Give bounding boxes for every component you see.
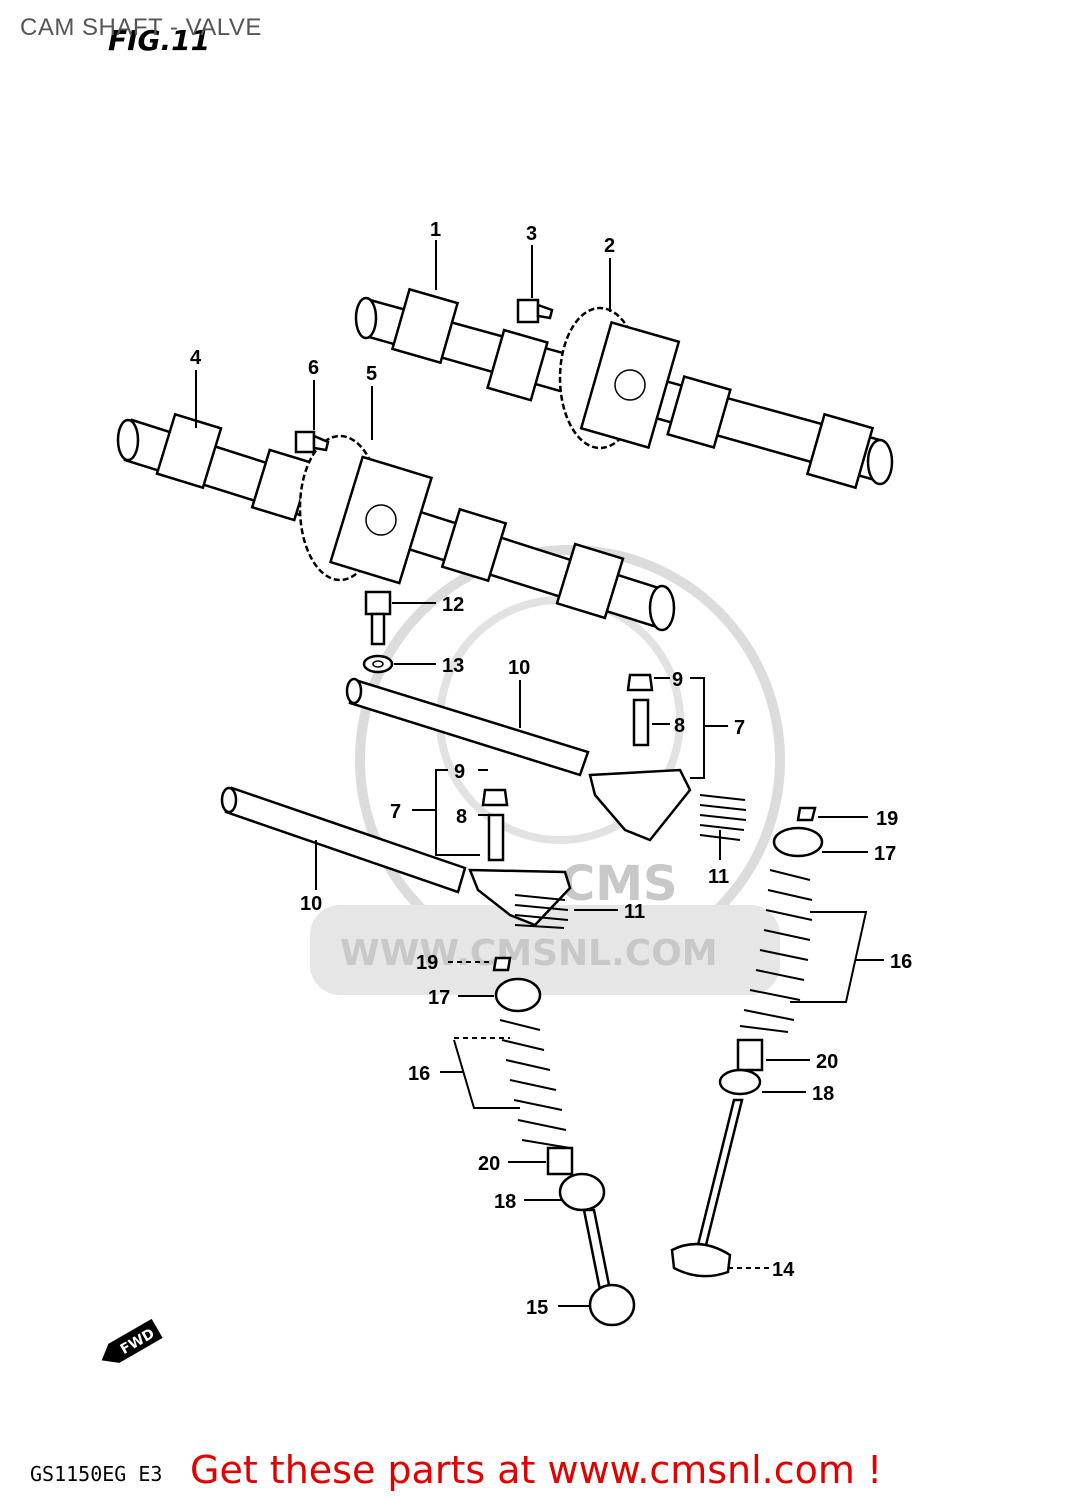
callout-16-left: 16 (408, 1063, 430, 1085)
spring-11-upper (699, 794, 747, 841)
promo-link[interactable]: Get these parts at www.cmsnl.com ! (190, 1448, 883, 1492)
drawing-code: GS1150EG E3 (30, 1462, 163, 1486)
callout-11-upper: 11 (708, 866, 729, 888)
callout-5: 5 (366, 363, 377, 385)
callout-18-right: 18 (812, 1083, 834, 1105)
bolt-3 (516, 298, 554, 324)
callout-9-upper: 9 (672, 669, 683, 691)
sprocket-upper (558, 306, 681, 450)
callout-4: 4 (190, 347, 202, 369)
callout-numbers: 1 2 3 4 5 6 12 13 10 9 8 7 9 7 8 10 11 1… (190, 219, 912, 1319)
bolt-6 (294, 430, 330, 454)
callout-12: 12 (442, 594, 464, 616)
callout-6: 6 (308, 357, 319, 379)
callout-3: 3 (526, 223, 537, 245)
rocker-shaft-upper (345, 677, 590, 777)
callout-10-lower: 10 (300, 893, 322, 915)
callout-20-left: 20 (478, 1153, 500, 1175)
figure-label: FIG.11 (108, 24, 211, 57)
rocker-arm-lower (468, 788, 572, 927)
callout-10-upper: 10 (508, 657, 530, 679)
valve-assembly-left (492, 956, 636, 1327)
callout-2: 2 (604, 235, 615, 257)
washer-13 (362, 654, 394, 674)
fwd-arrow-icon: FWD (101, 1318, 163, 1363)
watermark-url: WWW.CMSNL.COM (340, 933, 718, 974)
leader-lines (195, 240, 884, 1307)
callout-19-left: 19 (416, 952, 438, 974)
callout-11-lower: 11 (624, 901, 645, 923)
spring-11-lower (514, 894, 569, 929)
callout-19-right: 19 (876, 808, 898, 830)
rocker-arm-upper (588, 673, 692, 842)
rocker-shaft-lower (220, 786, 467, 894)
callout-14: 14 (772, 1259, 795, 1281)
callout-9-lower: 9 (454, 761, 465, 783)
callout-16-right: 16 (890, 951, 912, 973)
callout-20-right: 20 (816, 1051, 838, 1073)
callout-13: 13 (442, 655, 464, 677)
callout-8-upper: 8 (674, 715, 685, 737)
callout-18-left: 18 (494, 1191, 516, 1213)
callout-17-right: 17 (874, 843, 896, 865)
callout-1: 1 (430, 219, 441, 241)
callout-8-lower: 8 (456, 806, 467, 828)
callout-7-upper: 7 (734, 717, 745, 739)
bolt-12 (364, 590, 392, 646)
callout-15: 15 (526, 1297, 548, 1319)
sprocket-lower (298, 434, 434, 585)
valve-assembly-right (670, 806, 824, 1278)
callout-7-lower: 7 (390, 801, 401, 823)
callout-17-left: 17 (428, 987, 450, 1009)
page-title: CAM SHAFT - VALVE (20, 14, 262, 41)
watermark-logo: CMS (560, 856, 678, 912)
